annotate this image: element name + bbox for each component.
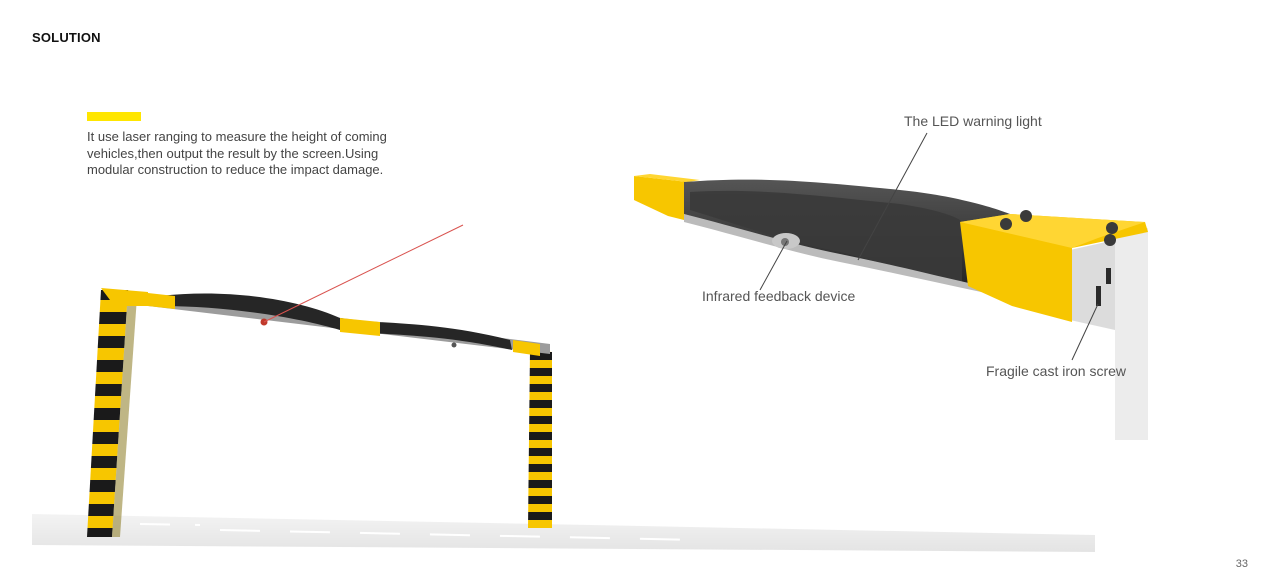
height-limit-gantry	[87, 288, 552, 537]
infrared-callout-line	[759, 240, 788, 291]
section-title: SOLUTION	[32, 30, 101, 45]
intro-description: It use laser ranging to measure the heig…	[87, 129, 387, 177]
laser-beam	[263, 224, 464, 323]
road-surface	[32, 514, 1095, 552]
gantry-detail-render	[634, 174, 1148, 440]
accent-bar	[87, 112, 141, 121]
led-warning-light-label: The LED warning light	[904, 113, 1042, 129]
infrared-feedback-label: Infrared feedback device	[702, 288, 856, 304]
led-callout-line	[857, 132, 928, 261]
screw-callout-line	[1071, 303, 1099, 361]
cast-iron-screw-label: Fragile cast iron screw	[986, 363, 1127, 379]
page-number: 33	[1235, 558, 1248, 570]
